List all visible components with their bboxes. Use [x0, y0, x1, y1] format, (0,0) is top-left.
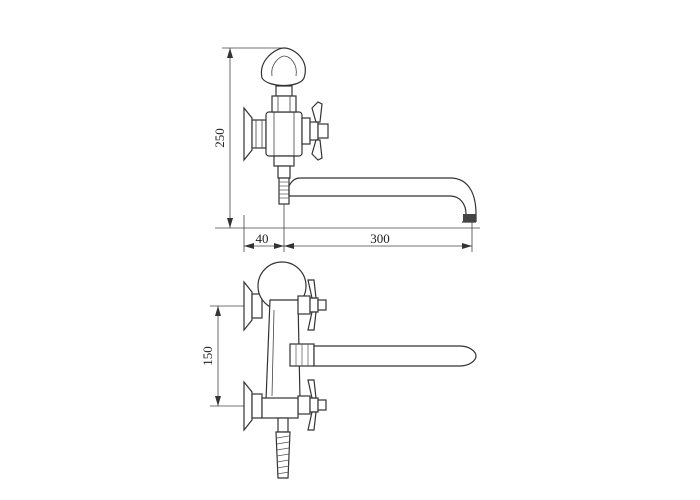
valve-handle [301, 101, 329, 161]
spout [288, 177, 477, 222]
dimension-inlet-spacing: 150 [200, 305, 244, 407]
hose-connector [278, 177, 290, 205]
dimension-label-300: 300 [370, 231, 390, 246]
lower-valve-handle [297, 379, 327, 431]
lower-flange [243, 380, 253, 432]
mixer-body [265, 111, 303, 157]
dimension-width: 40 300 [243, 200, 473, 252]
diverter-knob [260, 47, 306, 87]
upper-valve-handle [297, 279, 327, 331]
dimension-height: 250 [212, 47, 480, 229]
wall-flange [243, 106, 253, 162]
front-view: 150 [200, 261, 477, 479]
hose [275, 417, 291, 479]
dimension-label-250: 250 [212, 128, 227, 148]
spout-front [289, 343, 477, 367]
side-view: 250 40 300 [212, 47, 480, 252]
dimension-label-40: 40 [256, 231, 269, 246]
dimension-label-150: 150 [200, 346, 215, 366]
upper-flange [243, 280, 253, 332]
